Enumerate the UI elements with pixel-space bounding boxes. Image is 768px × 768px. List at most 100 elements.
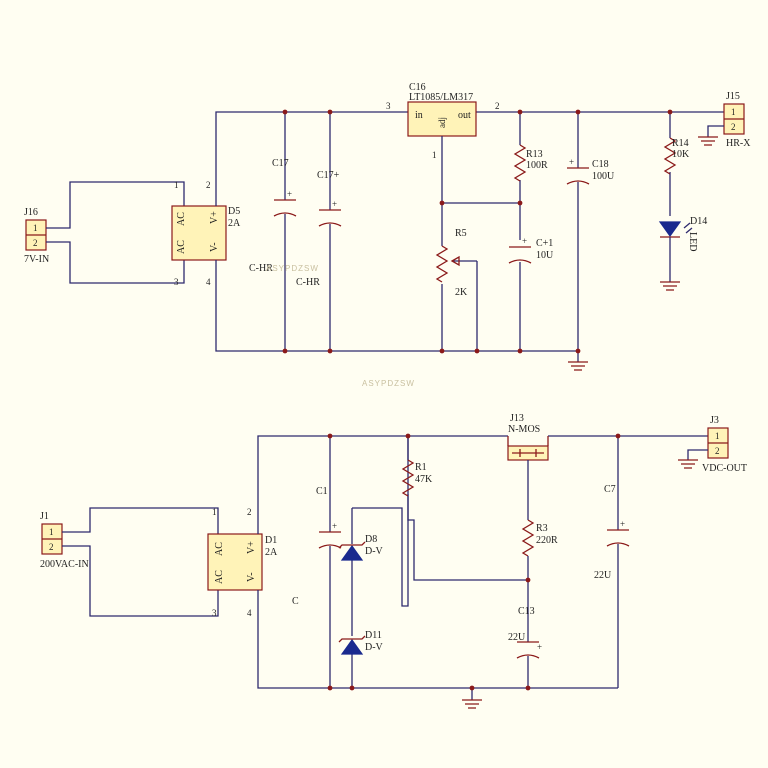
r3-resistor: R3 220R — [521, 519, 558, 688]
d14-value: LED — [687, 232, 698, 251]
r1-value: 47K — [415, 474, 433, 485]
d8-ref: D8 — [365, 534, 377, 545]
r5-ref: R5 — [455, 228, 467, 239]
bottom-circuit: 1 2 J1 200VAC-IN AC AC V+ V- D1 2A 1 2 3… — [40, 413, 747, 709]
j1-label: 200VAC-IN — [40, 559, 89, 570]
r14-value: 10K — [672, 149, 690, 160]
c18-value: 100U — [592, 171, 615, 182]
top-ground-symbol — [568, 351, 588, 371]
d5-vplus: V+ — [209, 211, 220, 224]
reg-pin-out: 2 — [495, 101, 500, 111]
d5-pin1: 1 — [174, 180, 179, 190]
top-circuit: 1 2 J16 7V-IN AC AC V+ V- D5 2A 1 2 3 4 — [24, 82, 751, 388]
j3-ref: J3 — [710, 415, 719, 426]
svg-text:+: + — [332, 199, 337, 209]
cplus1-capacitor: + C+1 10U — [508, 236, 554, 264]
c18-ref: C18 — [592, 159, 609, 170]
d5-bridge: AC AC V+ V- D5 2A 1 2 3 4 — [171, 180, 241, 287]
svg-text:+: + — [620, 519, 625, 529]
r1-ref: R1 — [415, 462, 427, 473]
c7-capacitor: + C7 22U — [594, 436, 630, 688]
d1-pin3: 3 — [212, 608, 217, 618]
d5-pin3: 3 — [174, 277, 179, 287]
reg-in-label: in — [415, 110, 423, 121]
j1-pin2: 2 — [49, 542, 54, 552]
r14-ref: R14 — [672, 138, 689, 149]
c17plus-capacitor: + C17+ C-HR — [296, 112, 342, 351]
d1-value: 2A — [265, 547, 278, 558]
reg-out-label: out — [458, 110, 471, 121]
bottom-junctions — [327, 433, 621, 691]
r1-resistor: R1 47K — [401, 436, 433, 508]
j1-pin1: 1 — [49, 527, 54, 537]
r14-resistor: R14 10K — [663, 112, 690, 216]
d5-value: 2A — [228, 218, 241, 229]
stray-label-c: C — [292, 596, 299, 607]
d5-ref: D5 — [228, 206, 240, 217]
svg-text:+: + — [569, 157, 574, 167]
d1-pin1: 1 — [212, 507, 217, 517]
svg-text:+: + — [332, 521, 337, 531]
j13-value: N-MOS — [508, 424, 540, 435]
j1-connector: 1 2 J1 200VAC-IN — [40, 511, 89, 570]
svg-text:+: + — [537, 642, 542, 652]
c17plus-ref: C17+ — [317, 170, 340, 181]
r13-ref: R13 — [526, 149, 543, 160]
r5-value: 2K — [455, 287, 468, 298]
d14-ref: D14 — [690, 216, 707, 227]
j16-pin2: 2 — [33, 238, 38, 248]
r3-ref: R3 — [536, 523, 548, 534]
j15-label: HR-X — [726, 138, 751, 149]
j3-label: VDC-OUT — [702, 463, 747, 474]
j3-connector: 1 2 J3 VDC-OUT — [678, 415, 747, 474]
c16-regulator: in out adj C16 LT1085/LM317 3 2 1 — [386, 82, 500, 160]
j3-pin2: 2 — [715, 446, 720, 456]
svg-text:+: + — [287, 189, 292, 199]
j16-pin1: 1 — [33, 223, 38, 233]
watermark-1: ASYPDZSW — [266, 264, 319, 273]
j13-mosfet: J13 N-MOS — [507, 413, 549, 520]
d5-pin2: 2 — [206, 180, 211, 190]
d11-value: D-V — [365, 642, 384, 653]
c17plus-name: C-HR — [296, 277, 320, 288]
j15-pin2: 2 — [731, 122, 736, 132]
c7-ref: C7 — [604, 484, 616, 495]
c13-value: 22U — [508, 632, 526, 643]
bottom-ground-symbol — [462, 688, 482, 709]
j16-label: 7V-IN — [24, 254, 49, 265]
j13-ref: J13 — [510, 413, 524, 424]
c17-capacitor: + C17 C-HR — [249, 112, 297, 351]
r13-resistor: R13 100R — [513, 112, 548, 351]
c17-ref: C17 — [272, 158, 289, 169]
r13-value: 100R — [526, 160, 548, 171]
d1-pin4: 4 — [247, 608, 252, 618]
d1-vplus: V+ — [246, 541, 257, 554]
reg-adj-label: adj — [437, 117, 447, 128]
d11-ref: D11 — [365, 630, 382, 641]
reg-ref: C16 — [409, 82, 426, 93]
j3-pin1: 1 — [715, 431, 720, 441]
cplus1-ref: C+1 — [536, 238, 553, 249]
d1-ref: D1 — [265, 535, 277, 546]
d1-bridge: AC AC V+ V- D1 2A 1 2 3 4 — [207, 507, 278, 618]
d8-zener: D8 D-V — [338, 534, 384, 561]
d11-zener: D11 D-V — [338, 630, 384, 655]
j15-pin1: 1 — [731, 107, 736, 117]
c1-capacitor: + C1 — [316, 436, 342, 688]
d5-pin4: 4 — [206, 277, 211, 287]
j16-ref: J16 — [24, 207, 38, 218]
d14-led: D14 LED — [658, 216, 707, 291]
reg-pin-adj: 1 — [432, 150, 437, 160]
reg-part: LT1085/LM317 — [409, 92, 473, 103]
d1-ac1: AC — [214, 542, 225, 556]
c7-value: 22U — [594, 570, 612, 581]
d1-ac2: AC — [214, 570, 225, 584]
j15-ref: J15 — [726, 91, 740, 102]
r5-potentiometer: R5 2K — [435, 228, 478, 351]
c13-capacitor: + C13 22U — [508, 606, 542, 659]
j1-ref: J1 — [40, 511, 49, 522]
d8-value: D-V — [365, 546, 384, 557]
reg-pin-in: 3 — [386, 101, 391, 111]
r3-value: 220R — [536, 535, 558, 546]
